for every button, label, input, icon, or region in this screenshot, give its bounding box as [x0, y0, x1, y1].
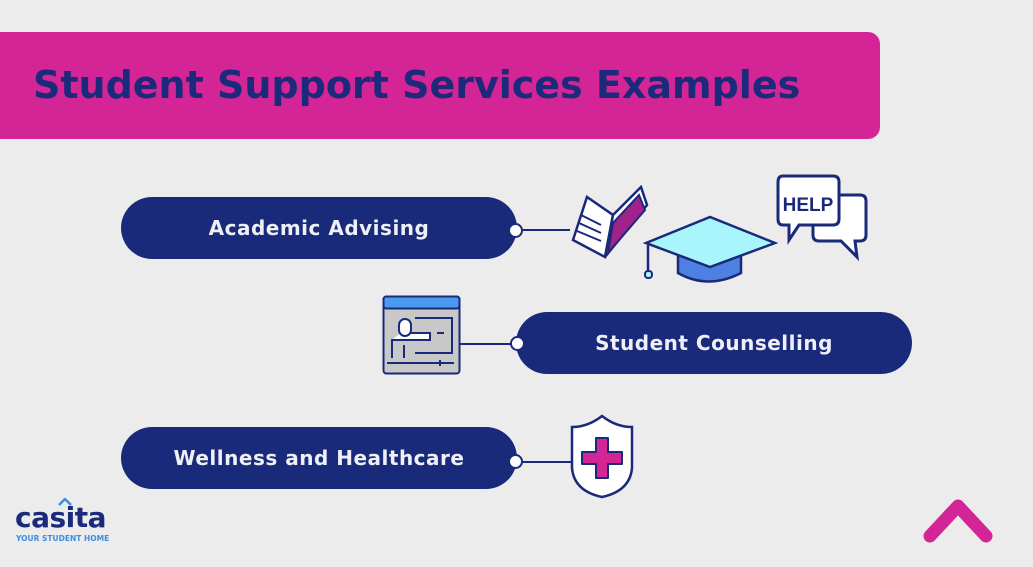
chevron-up-icon [923, 499, 993, 543]
connector-dot [508, 223, 523, 238]
connector-dot [510, 336, 525, 351]
medical-shield-icon [570, 414, 634, 499]
title-banner [0, 32, 880, 139]
connector-line [460, 343, 516, 345]
connector-line [520, 461, 572, 463]
logo-roof-icon [58, 498, 72, 506]
page-title: Student Support Services Examples [33, 63, 801, 107]
open-book-icon [571, 185, 649, 259]
connector-dot [508, 454, 523, 469]
presentation-screen-icon [382, 295, 461, 375]
pill-student-counselling: Student Counselling [516, 312, 912, 374]
pill-wellness-healthcare: Wellness and Healthcare [121, 427, 517, 489]
pill-academic-advising: Academic Advising [121, 197, 517, 259]
casita-logo: casita [15, 501, 107, 534]
help-text: HELP [783, 195, 834, 216]
logo-tagline: YOUR STUDENT HOME [16, 534, 110, 543]
help-speech-bubbles-icon: HELP [776, 174, 868, 261]
graduation-cap-icon [643, 215, 778, 283]
connector-line [520, 229, 570, 231]
